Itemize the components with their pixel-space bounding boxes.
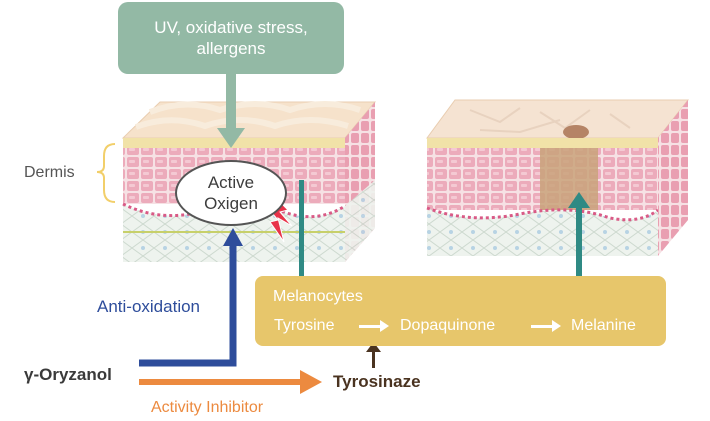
melanocyte-link-line	[299, 180, 304, 278]
step-arrow-2	[531, 320, 561, 332]
stimulus-box: UV, oxidative stress, allergens	[118, 2, 344, 74]
melanin-up-arrow	[568, 192, 590, 298]
tyrosinaze-label: Tyrosinaze	[333, 372, 421, 391]
melanocytes-title: Melanocytes	[273, 288, 363, 305]
oryzanol-label: γ-Oryzanol	[24, 365, 112, 384]
active-oxygen-line-1: Active	[207, 173, 255, 192]
step-arrow-1	[359, 320, 389, 332]
anti-oxidation-arrow	[139, 228, 243, 367]
step-tyrosine: Tyrosine	[274, 317, 335, 334]
active-oxygen-line-2: Oxigen	[204, 194, 258, 213]
dermis-label: Dermis	[24, 164, 75, 181]
damaged-skin-block	[426, 99, 690, 256]
tyrosinaze-arrow	[366, 342, 381, 368]
activity-inhibitor-label: Activity Inhibitor	[151, 399, 264, 416]
step-melanine: Melanine	[571, 317, 636, 334]
anti-oxidation-label: Anti-oxidation	[97, 297, 201, 316]
healthy-skin-block	[121, 101, 377, 262]
melanocytes-box: Melanocytes Tyrosine Dopaquinone Melanin…	[255, 276, 666, 346]
step-dopaquinone: Dopaquinone	[400, 317, 496, 334]
inhibitor-arrow	[139, 370, 322, 394]
stimulus-line-2: allergens	[196, 39, 266, 58]
stimulus-arrow	[217, 74, 245, 148]
active-oxygen-ellipse: Active Oxigen	[175, 160, 287, 226]
stimulus-line-1: UV, oxidative stress,	[154, 18, 308, 37]
dermis-brace	[96, 143, 116, 203]
